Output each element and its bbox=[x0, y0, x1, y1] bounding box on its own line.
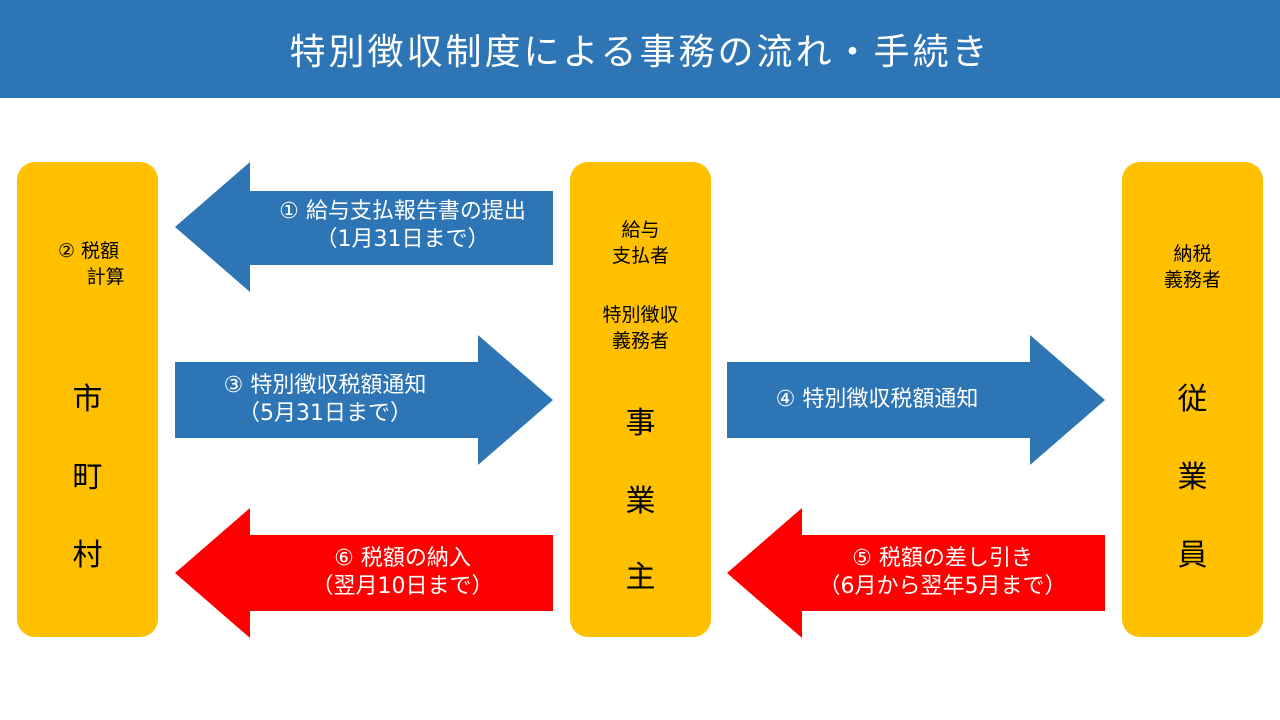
arrow-tax-deduction-line1: ⑤ 税額の差し引き bbox=[852, 546, 1033, 571]
tax-calc-label-line2: 計算 bbox=[86, 266, 125, 288]
arrow-notice-to-employer-line1: ③ 特別徴収税額通知 bbox=[223, 373, 427, 398]
employee-char-2: 業 bbox=[1177, 460, 1208, 495]
arrow-tax-deduction-label: ⑤ 税額の差し引き （6月から翌年5月まで） bbox=[790, 545, 1095, 601]
page-title: 特別徴収制度による事務の流れ・手続き bbox=[289, 32, 991, 73]
taxpayer-label-line1: 納税 bbox=[1173, 243, 1212, 265]
arrow-tax-payment-label: ⑥ 税額の納入 （翌月10日まで） bbox=[250, 545, 555, 601]
title-bar: 特別徴収制度による事務の流れ・手続き bbox=[0, 0, 1280, 98]
tax-calc-label-line1: ② 税額 bbox=[57, 240, 120, 262]
municipality-char-2: 町 bbox=[72, 460, 103, 495]
payer-label-line2: 支払者 bbox=[611, 245, 669, 267]
arrow-notice-to-employer-line2: （5月31日まで） bbox=[238, 401, 412, 426]
arrow-notice-to-employer bbox=[175, 335, 553, 465]
arrow-notice-to-employee-line1: ④ 特別徴収税額通知 bbox=[775, 387, 979, 412]
employee-box bbox=[1122, 162, 1263, 637]
arrow-notice-to-employee-label: ④ 特別徴収税額通知 bbox=[727, 386, 1027, 414]
arrow-tax-payment bbox=[175, 508, 553, 638]
municipality-box bbox=[17, 162, 158, 637]
arrow-tax-payment-line1: ⑥ 税額の納入 bbox=[334, 546, 471, 571]
employee-char-1: 従 bbox=[1177, 382, 1208, 417]
arrow-tax-payment-line2: （翌月10日まで） bbox=[311, 574, 494, 599]
employer-char-3: 主 bbox=[625, 560, 656, 595]
arrow-notice-to-employee bbox=[727, 335, 1105, 465]
arrow-submit-report bbox=[175, 162, 553, 292]
arrow-tax-deduction-line2: （6月から翌年5月まで） bbox=[818, 574, 1067, 599]
municipality-char-3: 村 bbox=[72, 538, 103, 573]
taxpayer-label-line2: 義務者 bbox=[1163, 269, 1221, 291]
taxpayer-label: 納税 義務者 bbox=[1122, 241, 1263, 293]
arrow-tax-deduction bbox=[727, 508, 1105, 638]
withholding-obligor-line2: 義務者 bbox=[611, 330, 669, 352]
tax-calc-label: ② 税額 計算 bbox=[17, 238, 158, 290]
employer-box bbox=[570, 162, 711, 637]
arrow-submit-report-line2: （1月31日まで） bbox=[315, 227, 490, 252]
arrow-notice-to-employer-label: ③ 特別徴収税額通知 （5月31日まで） bbox=[175, 372, 475, 428]
arrow-submit-report-line1: ① 給与支払報告書の提出 bbox=[279, 199, 526, 224]
payer-label: 給与 支払者 bbox=[570, 217, 711, 269]
employer-char-1: 事 bbox=[625, 406, 656, 441]
arrow-submit-report-label: ① 給与支払報告書の提出 （1月31日まで） bbox=[250, 198, 555, 254]
employee-char-3: 員 bbox=[1177, 538, 1208, 573]
withholding-obligor-line1: 特別徴収 bbox=[602, 304, 679, 326]
municipality-char-1: 市 bbox=[72, 382, 103, 417]
payer-label-line1: 給与 bbox=[621, 219, 660, 241]
withholding-obligor-label: 特別徴収 義務者 bbox=[570, 302, 711, 354]
employer-char-2: 業 bbox=[625, 484, 656, 519]
